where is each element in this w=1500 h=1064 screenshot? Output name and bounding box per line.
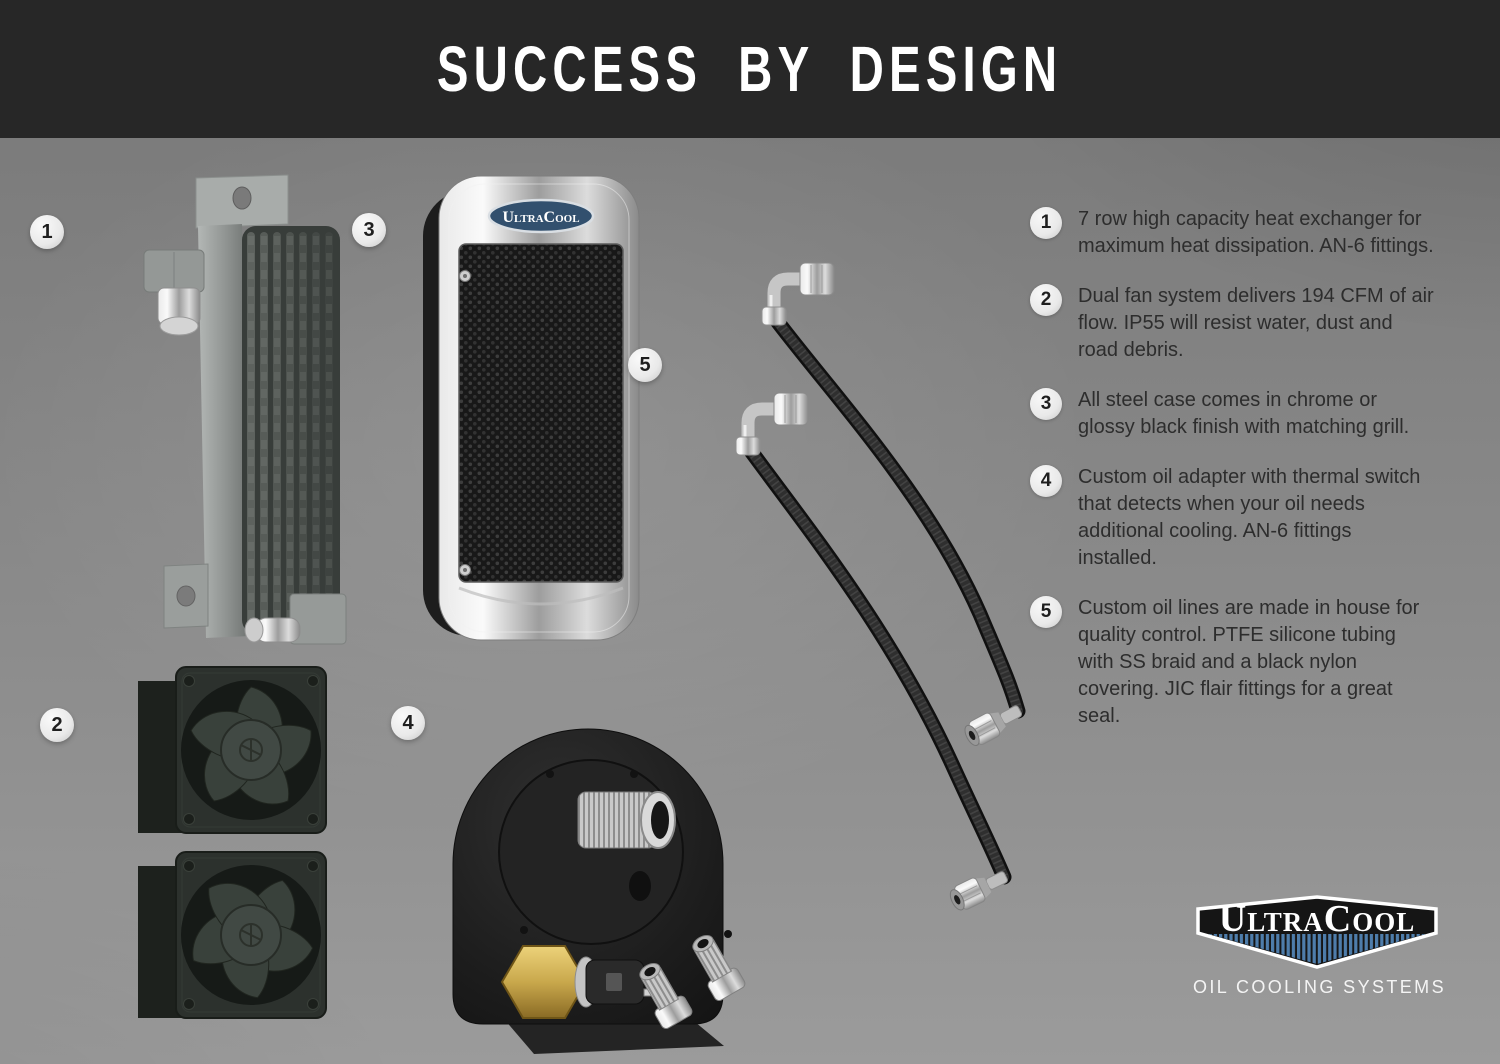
- product-marker-5: 5: [628, 348, 662, 382]
- heat-exchanger-image: [138, 174, 350, 646]
- callout-text: Custom oil lines are made in house for q…: [1078, 597, 1420, 727]
- fan-unit-bottom: [138, 851, 327, 1019]
- an-fitting: [692, 934, 746, 1002]
- fin-columns: [247, 232, 333, 628]
- ultracool-logo: UltraCool OIL COOLING SYSTEMS: [1193, 892, 1446, 998]
- logo-shield: [1196, 895, 1438, 969]
- callout-item-4: 4 Custom oil adapter with thermal switch…: [1030, 464, 1450, 572]
- an-fitting: [639, 962, 693, 1030]
- callout-number-badge: 3: [1030, 388, 1062, 420]
- callout-number-badge: 1: [1030, 207, 1062, 239]
- oil-lines-illustration: [735, 262, 1026, 911]
- callout-item-2: 2 Dual fan system delivers 194 CFM of ai…: [1030, 283, 1450, 364]
- callout-number-badge: 2: [1030, 284, 1062, 316]
- callout-list: 1 7 row high capacity heat exchanger for…: [1030, 206, 1450, 730]
- callout-number-badge: 5: [1030, 596, 1062, 628]
- case-brand-label: UltraCool: [502, 209, 579, 226]
- dual-fan-illustration: [138, 666, 327, 1019]
- case-brand-badge: [487, 198, 595, 234]
- jic-fitting: [964, 705, 1023, 746]
- steel-case-illustration: UltraCool: [423, 175, 640, 641]
- fan-unit-top: [138, 666, 327, 834]
- callout-text: All steel case comes in chrome or glossy…: [1078, 389, 1410, 438]
- product-marker-4: 4: [391, 706, 425, 740]
- adapter-face: [498, 759, 684, 945]
- product-marker-2: 2: [40, 708, 74, 742]
- callout-item-3: 3 All steel case comes in chrome or glos…: [1030, 387, 1450, 441]
- heat-exchanger-illustration: [143, 174, 347, 645]
- callout-item-1: 1 7 row high capacity heat exchanger for…: [1030, 206, 1450, 260]
- jic-fitting: [949, 871, 1008, 911]
- oil-adapter-illustration: [452, 728, 746, 1054]
- case-screws: [459, 270, 471, 576]
- dual-fan-image: [132, 661, 337, 1046]
- oil-lines-image: [712, 259, 1077, 944]
- bracket-hole: [232, 186, 252, 210]
- face-port: [629, 871, 651, 901]
- face-screw-holes: [520, 770, 732, 938]
- callout-text: 7 row high capacity heat exchanger for m…: [1078, 208, 1434, 257]
- steel-case-image: UltraCool: [423, 174, 655, 644]
- logo-badge: UltraCool: [1196, 895, 1438, 969]
- callout-text: Dual fan system delivers 194 CFM of air …: [1078, 285, 1434, 361]
- callout-text: Custom oil adapter with thermal switch t…: [1078, 466, 1421, 569]
- page-title: SUCCESS BY DESIGN: [437, 33, 1063, 105]
- oil-line-upper: [761, 262, 1026, 746]
- oil-line-lower: [735, 392, 1012, 911]
- side-tank: [198, 224, 250, 638]
- header-bar: SUCCESS BY DESIGN: [0, 0, 1500, 138]
- elbow-fitting: [741, 402, 778, 451]
- callout-item-5: 5 Custom oil lines are made in house for…: [1030, 595, 1450, 730]
- case-mesh-grill: [458, 243, 624, 583]
- product-marker-3: 3: [352, 213, 386, 247]
- oil-adapter-image: [428, 694, 763, 1064]
- product-marker-1: 1: [30, 215, 64, 249]
- callout-number-badge: 4: [1030, 465, 1062, 497]
- logo-tagline: OIL COOLING SYSTEMS: [1193, 977, 1446, 997]
- elbow-fitting: [767, 272, 804, 321]
- logo-brand-text: UltraCool: [1219, 898, 1415, 940]
